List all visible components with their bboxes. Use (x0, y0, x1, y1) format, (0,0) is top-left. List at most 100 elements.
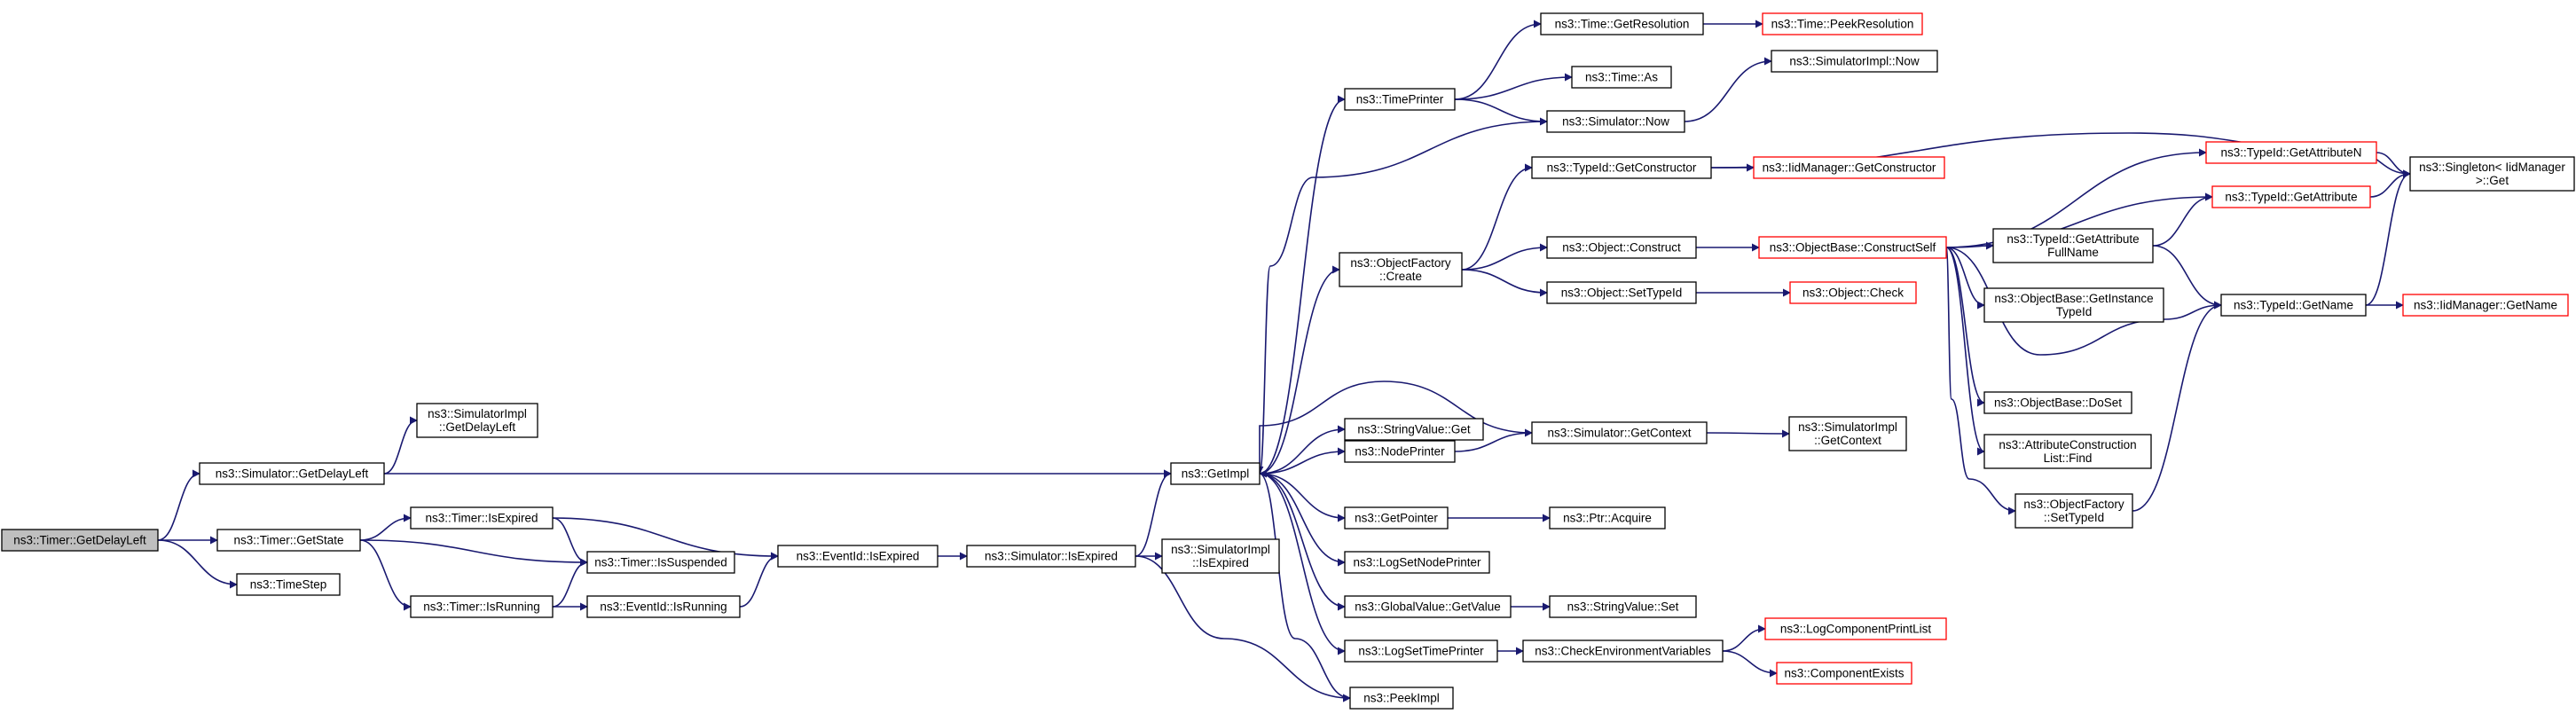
graph-node-n3[interactable]: ns3::Timer::GetState (216, 529, 361, 552)
edge-path (2152, 245, 2222, 310)
graph-node-n39[interactable]: ns3::ComponentExists (1776, 662, 1912, 685)
node-label: ns3::Object::Construct (1562, 241, 1681, 255)
node-label: ns3::Timer::IsRunning (423, 600, 540, 614)
edge-n13-to-n24 (1454, 98, 1548, 126)
graph-node-n47[interactable]: ns3::TypeId::GetName (2220, 294, 2367, 317)
graph-node-n25[interactable]: ns3::TypeId::GetConstructor (1531, 156, 1712, 179)
node-label: FullName (2047, 246, 2099, 259)
graph-node-n17[interactable]: ns3::GetPointer (1344, 506, 1449, 530)
node-label: ns3::GetImpl (1182, 467, 1250, 481)
node-label: ns3::TypeId::GetName (2234, 299, 2353, 312)
node-label: ns3::ObjectBase::ConstructSelf (1770, 241, 1936, 255)
graph-node-n1[interactable]: ns3::Simulator::GetDelayLeft (199, 462, 385, 485)
node-box (2220, 294, 2367, 317)
graph-node-n41[interactable]: ns3::TypeId::GetAttribute (2211, 185, 2371, 208)
node-box (410, 595, 554, 618)
node-box (586, 551, 735, 574)
edge-path (552, 517, 779, 561)
graph-node-n37[interactable]: ns3::SimulatorImpl::GetContext (1788, 416, 1907, 451)
graph-node-n13[interactable]: ns3::TimePrinter (1344, 88, 1456, 111)
node-box (1546, 110, 1685, 133)
edge-path (1454, 20, 1542, 100)
edge-path (2152, 192, 2213, 247)
edge-path (2132, 301, 2222, 512)
graph-node-n31[interactable]: ns3::CheckEnvironmentVariables (1522, 639, 1724, 663)
graph-node-n7[interactable]: ns3::Timer::IsRunning (410, 595, 554, 618)
graph-node-n33[interactable]: ns3::SimulatorImpl::Now (1771, 50, 1938, 73)
graph-node-n40[interactable]: ns3::TypeId::GetAttributeN (2205, 141, 2377, 164)
edge-n1-to-n2 (383, 416, 418, 475)
graph-node-n26[interactable]: ns3::Object::Construct (1546, 236, 1697, 259)
node-box (1983, 391, 2132, 414)
graph-node-n15[interactable]: ns3::StringValue::Get (1344, 418, 1484, 441)
edge-path (383, 416, 418, 475)
edge-path (1706, 429, 1790, 438)
graph-node-n0: ns3::Timer::GetDelayLeft (1, 529, 159, 552)
graph-node-n38[interactable]: ns3::LogComponentPrintList (1764, 617, 1947, 640)
graph-node-n16[interactable]: ns3::NodePrinter (1344, 440, 1456, 463)
graph-node-n9[interactable]: ns3::EventId::IsExpired (777, 545, 939, 568)
graph-node-n21[interactable]: ns3::PeekImpl (1349, 687, 1454, 710)
graph-node-n22[interactable]: ns3::Time::GetResolution (1540, 12, 1704, 35)
graph-node-n19[interactable]: ns3::GlobalValue::GetValue (1344, 595, 1512, 618)
edge-n24-to-n33 (1684, 57, 1772, 122)
node-box (1764, 617, 1947, 640)
node-box (1344, 639, 1498, 663)
edge-path (359, 514, 412, 541)
graph-node-n23[interactable]: ns3::Time::As (1571, 66, 1672, 89)
edge-path (1454, 428, 1533, 452)
node-box (416, 403, 538, 438)
edge-path (1722, 624, 1766, 652)
edge-path (1461, 243, 1548, 271)
graph-node-n46[interactable]: ns3::ObjectFactory::SetTypeId (2014, 493, 2133, 529)
node-label: ns3::IidManager::GetConstructor (1763, 161, 1936, 175)
graph-node-n44[interactable]: ns3::ObjectBase::DoSet (1983, 391, 2132, 414)
edges (157, 20, 2411, 702)
graph-node-n35[interactable]: ns3::ObjectBase::ConstructSelf (1758, 236, 1947, 259)
node-label: ns3::LogComponentPrintList (1780, 623, 1932, 636)
node-box (1549, 506, 1666, 530)
node-box (1571, 66, 1672, 89)
edge-path (1259, 473, 1346, 567)
graph-node-n34[interactable]: ns3::IidManager::GetConstructor (1753, 156, 1945, 179)
graph-node-n5[interactable]: ns3::Timer::IsExpired (410, 506, 554, 530)
graph-node-n12[interactable]: ns3::GetImpl (1170, 462, 1261, 485)
graph-node-n2[interactable]: ns3::SimulatorImpl::GetDelayLeft (416, 403, 538, 438)
graph-node-n24[interactable]: ns3::Simulator::Now (1546, 110, 1685, 133)
graph-node-n11[interactable]: ns3::SimulatorImpl::IsExpired (1161, 538, 1280, 574)
nodes: ns3::Timer::GetDelayLeftns3::Simulator::… (1, 12, 2575, 710)
edge-n14-to-n26 (1461, 243, 1548, 271)
graph-node-n14[interactable]: ns3::ObjectFactory::Create (1339, 252, 1463, 287)
graph-node-n32[interactable]: ns3::Time::PeekResolution (1762, 12, 1923, 35)
graph-node-n27[interactable]: ns3::Object::SetTypeId (1546, 281, 1697, 304)
graph-node-n30[interactable]: ns3::StringValue::Set (1549, 595, 1697, 618)
graph-node-n49[interactable]: ns3::IidManager::GetName (2402, 294, 2569, 317)
edge-n14-to-n25 (1461, 163, 1533, 271)
node-box (1349, 687, 1454, 710)
edge-n12-to-n18 (1259, 473, 1346, 567)
graph-node-n6[interactable]: ns3::Timer::IsSuspended (586, 551, 735, 574)
graph-node-n36[interactable]: ns3::Object::Check (1789, 281, 1917, 304)
node-label: >::Get (2476, 174, 2509, 187)
node-box (1344, 418, 1484, 441)
graph-node-n29[interactable]: ns3::Ptr::Acquire (1549, 506, 1666, 530)
node-label: ::IsExpired (1192, 556, 1249, 569)
graph-node-n8[interactable]: ns3::EventId::IsRunning (586, 595, 741, 618)
node-label: ns3::EventId::IsRunning (600, 600, 726, 614)
node-label: ns3::LogSetNodePrinter (1353, 556, 1481, 569)
graph-node-n48[interactable]: ns3::Singleton< IidManager >::Get (2409, 156, 2575, 192)
node-box (1549, 595, 1697, 618)
graph-node-n28[interactable]: ns3::Simulator::GetContext (1531, 421, 1708, 444)
node-label: ns3::Object::SetTypeId (1561, 286, 1683, 300)
graph-node-n20[interactable]: ns3::LogSetTimePrinter (1344, 639, 1498, 663)
graph-node-n18[interactable]: ns3::LogSetNodePrinter (1344, 551, 1490, 574)
graph-node-n10[interactable]: ns3::Simulator::IsExpired (966, 545, 1136, 568)
edge-path (157, 539, 238, 589)
graph-node-n4[interactable]: ns3::TimeStep (236, 573, 341, 596)
edge-path (1259, 473, 1351, 702)
edge-path (1722, 650, 1778, 678)
